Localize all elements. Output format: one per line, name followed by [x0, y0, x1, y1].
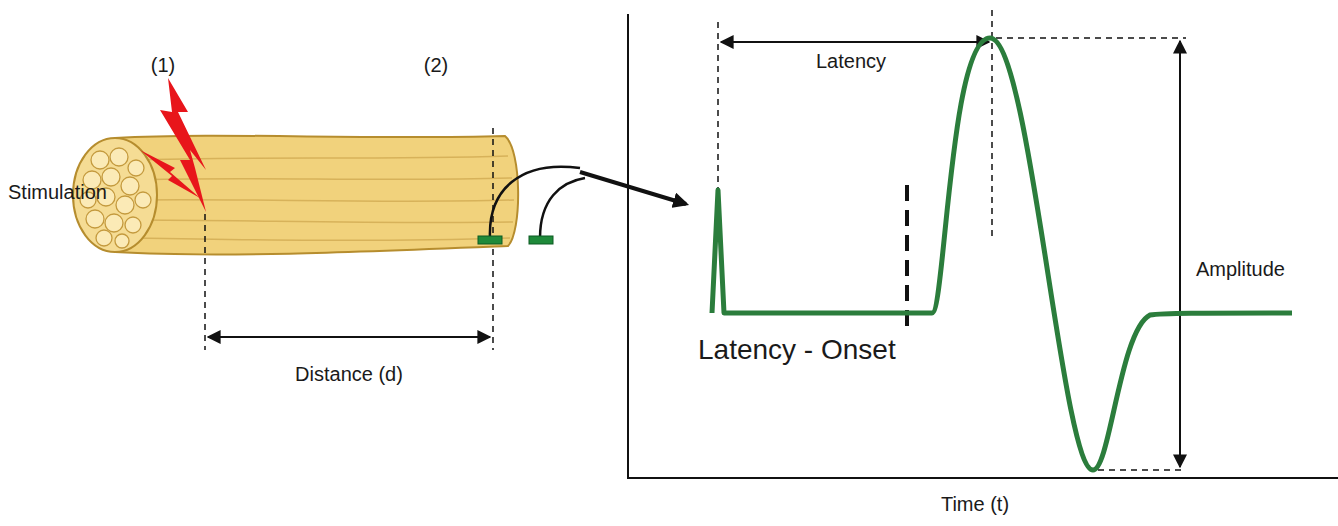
distance-marker [205, 128, 493, 350]
stimulation-bolt [140, 78, 206, 212]
action-potential-waveform [712, 38, 1292, 470]
nerve-illustration [73, 136, 518, 255]
recording-electrodes [478, 167, 686, 244]
label: Latency [816, 50, 886, 73]
label: (2) [424, 54, 448, 77]
graph-axes [627, 14, 1338, 479]
label: Distance (d) [295, 363, 403, 386]
label: Stimulation [8, 181, 107, 204]
label: Amplitude [1196, 258, 1285, 281]
label: (1) [151, 54, 175, 77]
label: Latency - Onset [698, 334, 896, 366]
label: Time (t) [941, 493, 1009, 516]
